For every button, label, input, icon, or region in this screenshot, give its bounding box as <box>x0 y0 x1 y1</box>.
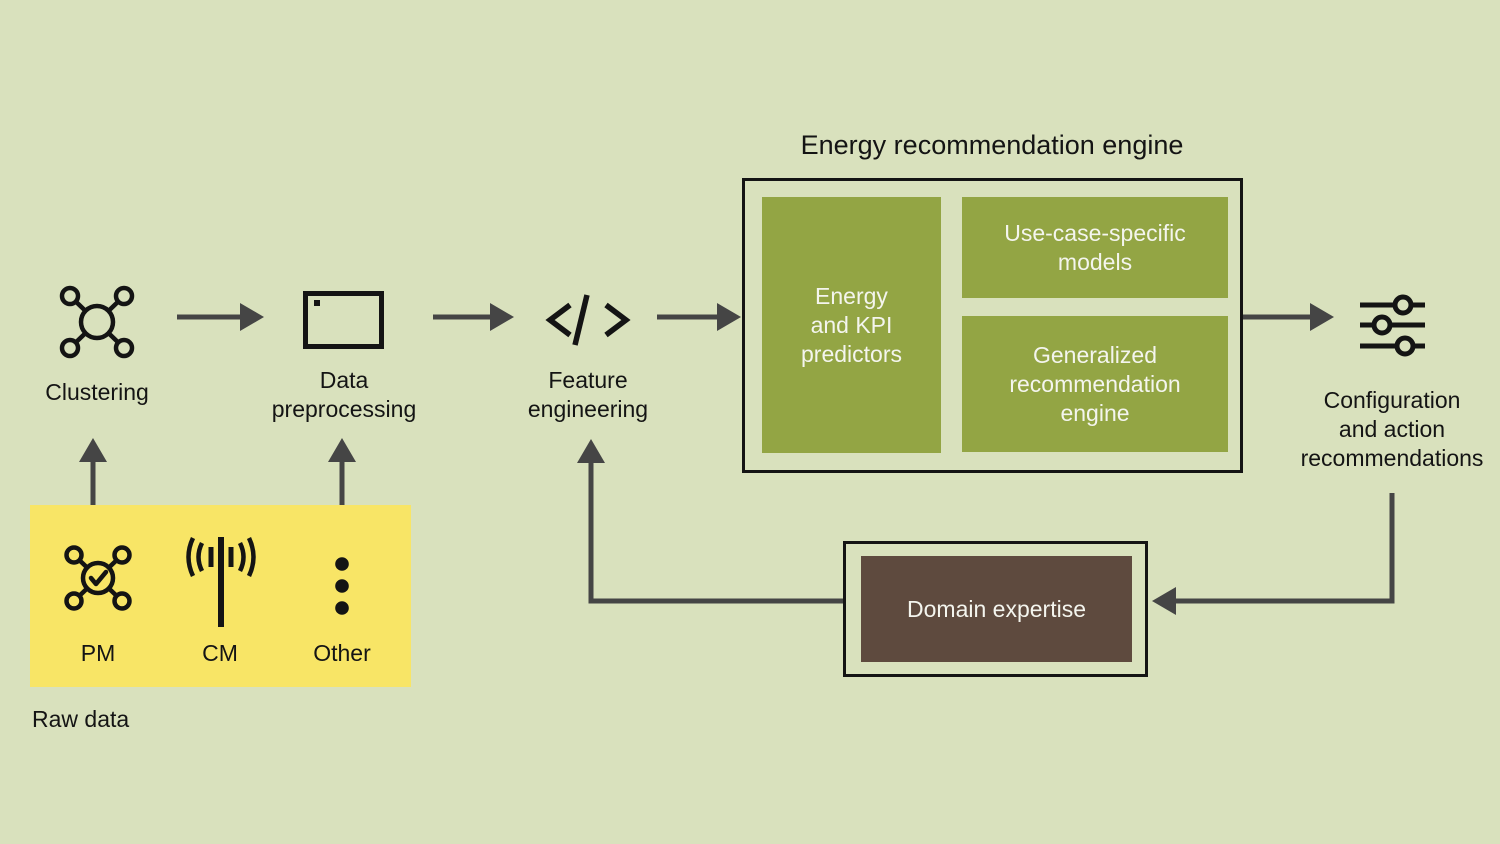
energy-recommendation-engine-box <box>742 178 1243 473</box>
sliders-icon <box>1360 294 1425 357</box>
data-preprocessing-label: Data preprocessing <box>271 367 417 422</box>
domain-expertise-inner: Domain expertise <box>861 556 1132 662</box>
arrow-domain-to-feature <box>588 463 843 604</box>
code-brackets-icon <box>545 294 631 346</box>
arrowhead <box>1152 587 1176 615</box>
pm-cluster-check-icon <box>64 545 132 611</box>
cm-antenna-icon <box>186 537 256 627</box>
engine-title: Energy recommendation engine <box>800 130 1184 160</box>
network-cluster-icon <box>59 285 135 359</box>
other-ellipsis-icon <box>335 557 349 615</box>
arrowhead <box>79 438 107 462</box>
configuration-recommendations-label: Configuration and action recommendations <box>1300 387 1484 471</box>
arrowhead <box>1310 303 1334 331</box>
clustering-label: Clustering <box>45 379 149 405</box>
cm-label: CM <box>202 640 238 666</box>
window-dot <box>314 300 320 306</box>
arrowhead <box>328 438 356 462</box>
data-preprocessing-window-icon <box>303 291 384 349</box>
arrowhead <box>717 303 741 331</box>
arrowhead <box>577 439 605 463</box>
energy-kpi-predictors-box: Energy and KPI predictors <box>762 197 941 453</box>
arrowhead <box>240 303 264 331</box>
raw-data-label: Raw data <box>32 706 130 732</box>
generalized-recommendation-engine-box: Generalized recommendation engine <box>962 316 1228 452</box>
use-case-specific-models-box: Use-case-specific models <box>962 197 1228 298</box>
arrowhead <box>490 303 514 331</box>
arrow-configuration-to-domain <box>1176 493 1395 604</box>
pm-label: PM <box>80 640 116 666</box>
feature-engineering-label: Feature engineering <box>527 367 649 422</box>
domain-expertise-box <box>843 541 1148 677</box>
other-label: Other <box>313 640 371 666</box>
